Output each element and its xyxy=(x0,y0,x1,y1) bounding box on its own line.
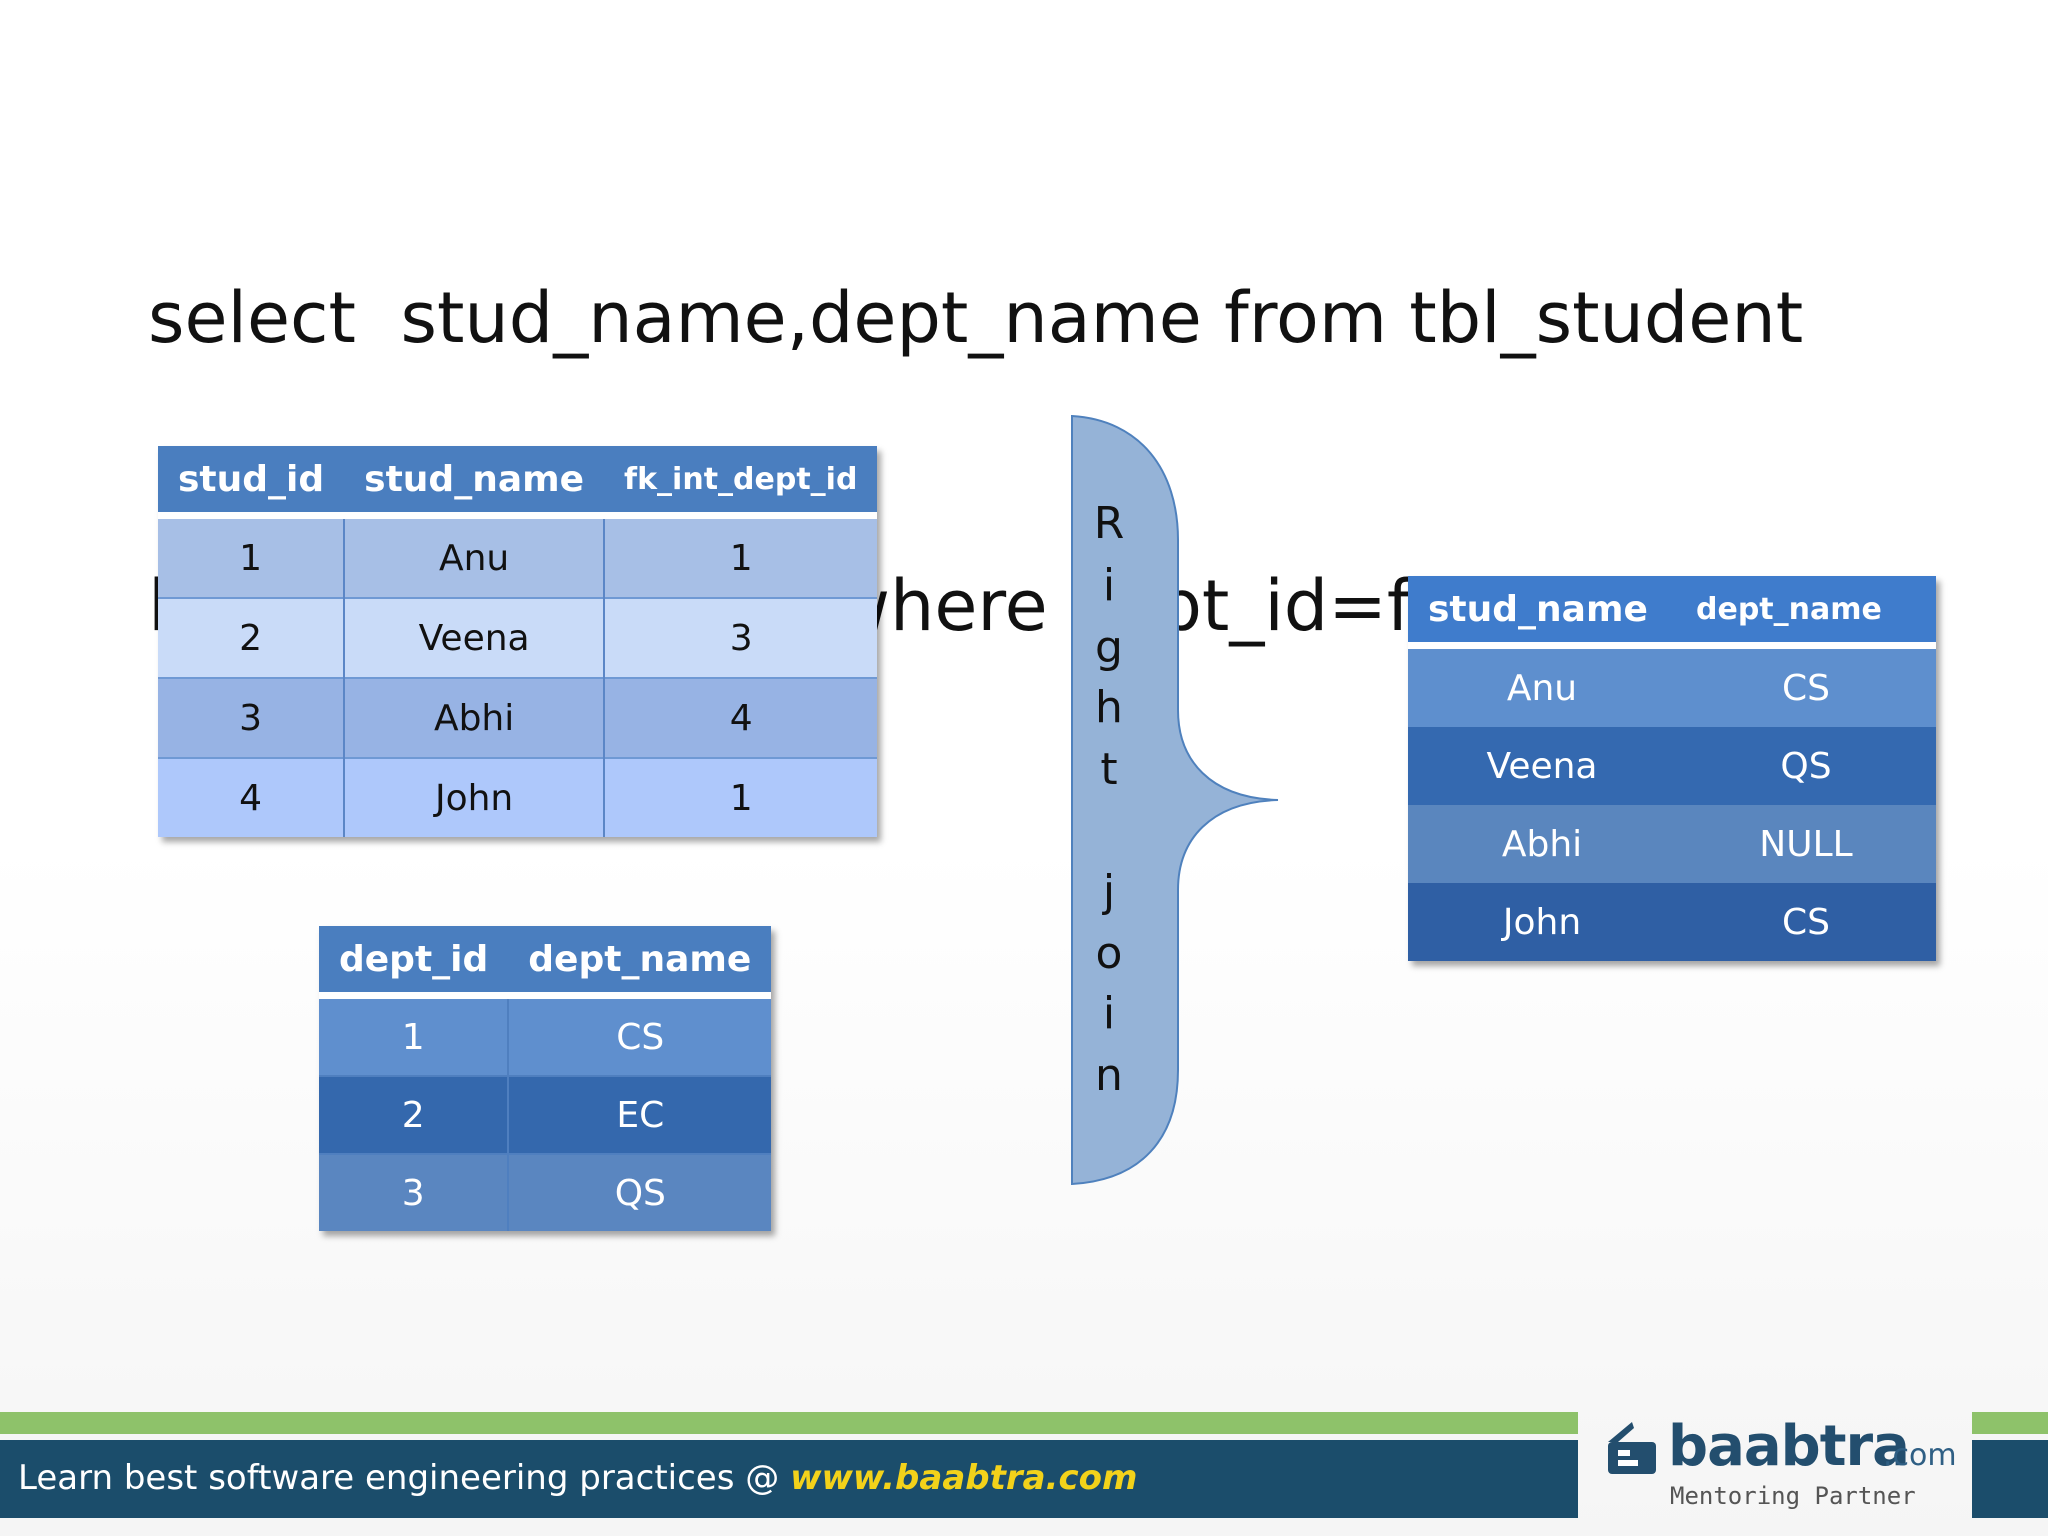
table-cell: Anu xyxy=(1408,645,1676,727)
footer-bar xyxy=(0,1440,1578,1518)
logo-domain: .com xyxy=(1883,1438,1957,1473)
table-cell: 1 xyxy=(604,514,878,598)
footer-tagline-text: Learn best software engineering practice… xyxy=(18,1458,791,1498)
table-header-row: dept_id dept_name xyxy=(319,926,772,999)
table-cell: 1 xyxy=(319,994,510,1076)
brace-letter: j xyxy=(1102,866,1116,917)
table-row: Abhi NULL xyxy=(1408,805,1936,883)
brace-letter: n xyxy=(1095,1050,1123,1101)
table-cell: QS xyxy=(1676,727,1936,805)
table-cell: CS xyxy=(1676,645,1936,727)
table-row: 1 CS xyxy=(319,994,772,1076)
table-row: 2 Veena 3 xyxy=(158,597,878,678)
dept-table: dept_id dept_name 1 CS 2 EC 3 QS xyxy=(319,926,772,1231)
column-header: stud_id xyxy=(158,446,345,519)
baabtra-logo: baabtra .com Mentoring Partner xyxy=(1598,1410,1958,1522)
brace-letter: g xyxy=(1095,622,1123,673)
brace-letter: R xyxy=(1093,498,1125,549)
column-header: fk_int_dept_id xyxy=(604,446,878,519)
table-cell: Abhi xyxy=(344,677,606,758)
table-row: 1 Anu 1 xyxy=(158,514,878,598)
table-cell: 4 xyxy=(604,677,878,758)
table-cell: Abhi xyxy=(1408,805,1676,883)
table-cell: Anu xyxy=(344,514,606,598)
table-row: John CS xyxy=(1408,883,1936,961)
table-cell: NULL xyxy=(1676,805,1936,883)
table-cell: John xyxy=(1408,883,1676,961)
result-table: stud_name dept_name Anu CS Veena QS Abhi… xyxy=(1408,576,1936,961)
table-cell: CS xyxy=(1676,883,1936,961)
footer-tagline: Learn best software engineering practice… xyxy=(18,1458,1137,1498)
brace-letter: h xyxy=(1095,682,1123,733)
table-cell: 4 xyxy=(158,757,346,837)
table-cell: John xyxy=(344,757,606,837)
table-cell: 3 xyxy=(158,677,346,758)
table-cell: 3 xyxy=(604,597,878,678)
table-cell: EC xyxy=(508,1075,772,1154)
table-cell: CS xyxy=(508,994,772,1076)
right-join-brace xyxy=(1071,414,1279,1186)
table-row: 2 EC xyxy=(319,1075,772,1154)
table-cell: 1 xyxy=(604,757,878,837)
table-row: 4 John 1 xyxy=(158,757,878,837)
table-row: Veena QS xyxy=(1408,727,1936,805)
brace-letter: i xyxy=(1102,988,1116,1039)
column-header: dept_name xyxy=(1676,576,1936,649)
table-cell: QS xyxy=(508,1153,772,1231)
table-row: Anu CS xyxy=(1408,645,1936,727)
baabtra-logo-icon xyxy=(1608,1422,1656,1474)
student-table: stud_id stud_name fk_int_dept_id 1 Anu 1… xyxy=(158,446,878,837)
table-header-row: stud_name dept_name xyxy=(1408,576,1936,649)
footer-accent-stripe xyxy=(0,1412,1578,1434)
column-header: dept_id xyxy=(319,926,509,999)
column-header: stud_name xyxy=(344,446,605,519)
table-cell: 1 xyxy=(158,514,346,598)
column-header: dept_name xyxy=(508,926,772,999)
table-cell: Veena xyxy=(1408,727,1676,805)
footer-bar xyxy=(1972,1440,2048,1518)
table-cell: 2 xyxy=(158,597,346,678)
brace-letter: t xyxy=(1100,744,1118,795)
column-header: stud_name xyxy=(1408,576,1676,649)
table-cell: 2 xyxy=(319,1075,510,1154)
table-cell: Veena xyxy=(344,597,606,678)
footer-url-link[interactable]: www.baabtra.com xyxy=(790,1458,1138,1498)
logo-tagline: Mentoring Partner xyxy=(1670,1482,1916,1510)
logo-wordmark: baabtra xyxy=(1668,1414,1910,1479)
footer-accent-stripe xyxy=(1972,1412,2048,1434)
table-row: 3 Abhi 4 xyxy=(158,677,878,758)
table-header-row: stud_id stud_name fk_int_dept_id xyxy=(158,446,878,519)
table-row: 3 QS xyxy=(319,1153,772,1231)
brace-letter: o xyxy=(1095,928,1123,979)
table-cell: 3 xyxy=(319,1153,510,1231)
brace-letter: i xyxy=(1102,560,1116,611)
query-line-1: select stud_name,dept_name from tbl_stud… xyxy=(148,277,1804,359)
